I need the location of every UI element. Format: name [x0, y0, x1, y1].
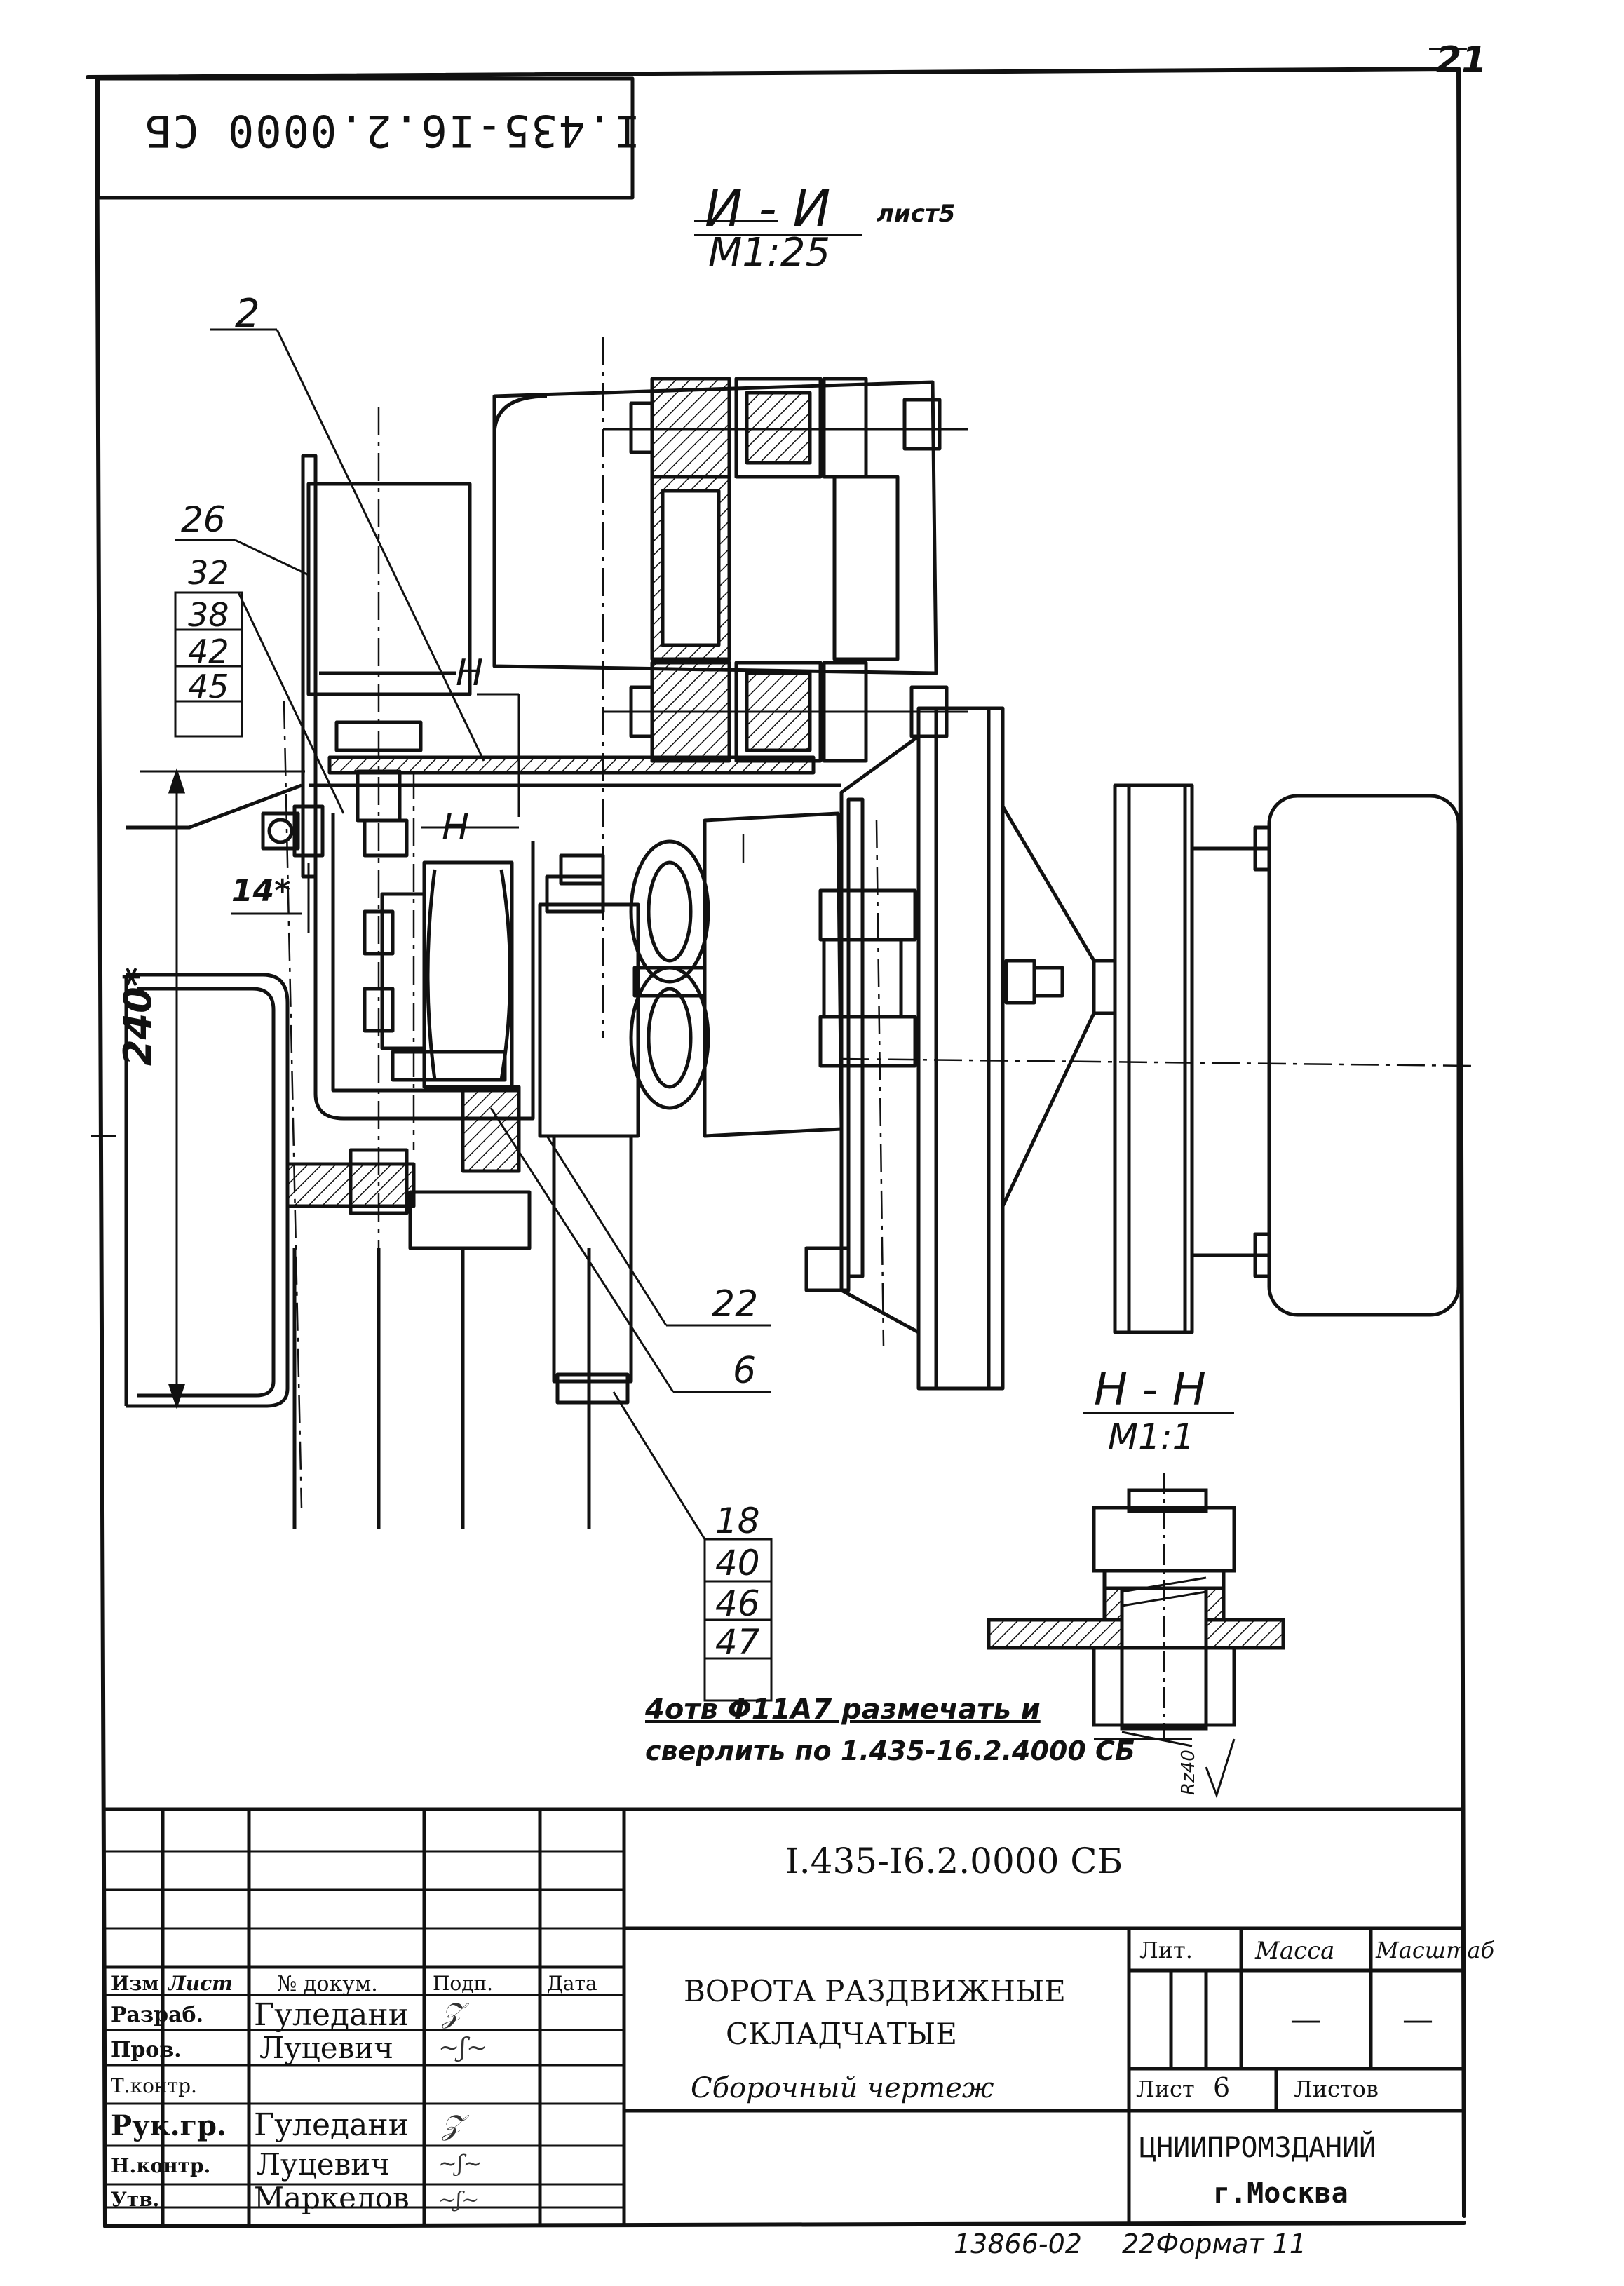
organization-name: ЦНИИПРОМЗДАНИЙ	[1139, 2132, 1376, 2164]
detail-washer	[1102, 1586, 1124, 1622]
callout-part-47: 47	[715, 1622, 760, 1663]
flange-hub	[839, 734, 921, 1334]
sheet-label: Лист	[1136, 2076, 1195, 2102]
frame-left	[95, 75, 107, 2228]
callout-part-22: 22	[712, 1283, 759, 1325]
role-checker: Пров.	[111, 2038, 182, 2062]
callout-part-42: 42	[188, 633, 229, 670]
callout-part-46: 46	[715, 1583, 760, 1624]
roughness-value: Rz40	[1178, 1750, 1199, 1795]
callout-part-40: 40	[715, 1543, 760, 1583]
section-label: И - И	[705, 179, 831, 238]
inventory-number: 13866-02	[954, 2228, 1082, 2259]
header-sign: Подп.	[433, 1972, 494, 1995]
name-approved: Маркелов	[254, 2181, 410, 2215]
upper-roller-a	[650, 377, 731, 479]
sheet-value: 6	[1213, 2072, 1231, 2103]
name-norm-control: Луцевич	[256, 2147, 391, 2182]
sheets-label: Листов	[1294, 2076, 1379, 2102]
shaft-housing	[538, 902, 640, 1138]
section-sheet-ref: лист5	[877, 200, 956, 228]
callout-part-32: 32	[188, 554, 229, 592]
output-shaft	[552, 1134, 633, 1384]
role-group-lead: Рук.гр.	[111, 2109, 226, 2142]
organization-city: г.Москва	[1213, 2177, 1348, 2210]
name-checker: Луцевич	[259, 2031, 394, 2065]
callout-part-6: 6	[733, 1350, 757, 1392]
callout-part-18: 18	[715, 1501, 760, 1541]
upper-roller-b	[734, 377, 823, 479]
header-date: Дата	[547, 1972, 597, 1995]
product-title-line1: ВОРОТА РАЗДВИЖНЫЕ	[684, 1974, 1066, 2008]
drilling-note-line2: сверлить по 1.435-16.2.4000 СБ	[645, 1736, 1135, 1766]
bearing-block	[703, 811, 844, 1138]
mark-h-lower: Н	[442, 806, 470, 848]
scale-value: —	[1402, 2002, 1433, 2038]
mass-value: —	[1290, 2002, 1321, 2038]
section-scale: М1:25	[708, 230, 831, 276]
role-norm-control: Н.контр.	[111, 2154, 211, 2177]
motor-body	[1190, 846, 1271, 1257]
header-doc: № докум.	[277, 1972, 378, 1996]
header-list: Лист	[168, 1972, 233, 1995]
coupling-disk	[1113, 783, 1194, 1334]
callout-part-45: 45	[188, 668, 229, 705]
signature-norm-control: ~ʃ~	[438, 2150, 482, 2177]
frame-bottom	[103, 2221, 1466, 2228]
callout-part-2: 2	[235, 291, 260, 337]
carriage-frame	[313, 799, 535, 1121]
motor-casing	[1267, 794, 1461, 1317]
format-label: 22Формат 11	[1122, 2228, 1306, 2259]
role-approved: Утв.	[111, 2188, 160, 2211]
mass-label: Масса	[1255, 1937, 1335, 1965]
callout-part-38: 38	[188, 596, 229, 634]
signature-checker: ~ʃ~	[438, 2034, 488, 2062]
document-type: Сборочный чертеж	[691, 2072, 994, 2104]
scale-label: Масштаб	[1376, 1937, 1495, 1963]
mirrored-stamp-box	[96, 76, 635, 200]
dimension-height: 240*	[116, 967, 160, 1066]
guide-plate	[327, 755, 816, 775]
title-block-code: I.435-I6.2.0000 CБ	[785, 1841, 1123, 1881]
support-beam	[126, 973, 290, 1408]
lit-label: Лит.	[1139, 1937, 1193, 1963]
signature-group-lead: 𝒵	[442, 2109, 463, 2142]
detail-label: Н - Н	[1094, 1364, 1207, 1416]
signature-developer: 𝒵	[442, 1997, 463, 2029]
drilling-note-line1: 4отв Φ11А7 размечать и	[645, 1693, 1041, 1726]
mark-h-upper: Н	[456, 652, 484, 694]
name-group-lead: Гуледани	[254, 2107, 409, 2143]
role-tech-control: Т.контр.	[111, 2074, 197, 2097]
header-izm: Изм	[111, 1972, 159, 1995]
role-developer: Разраб.	[111, 2003, 204, 2027]
dimension-gap: 14*	[231, 873, 291, 909]
sprocket-upper	[629, 839, 710, 984]
mirrored-document-code: I.435-I6.2.0000 CБ	[144, 105, 640, 156]
frame-top	[86, 67, 1461, 79]
frame-right	[1456, 67, 1466, 2218]
signature-approved: ~ʃ~	[438, 2188, 480, 2212]
sheet-number: 21	[1436, 39, 1487, 81]
product-title-line2: СКЛАДЧАТЫЕ	[726, 2017, 957, 2051]
name-developer: Гуледани	[254, 1997, 409, 2033]
drive-housing	[306, 482, 472, 696]
detail-scale: М1:1	[1108, 1416, 1195, 1457]
callout-part-26: 26	[181, 499, 226, 540]
